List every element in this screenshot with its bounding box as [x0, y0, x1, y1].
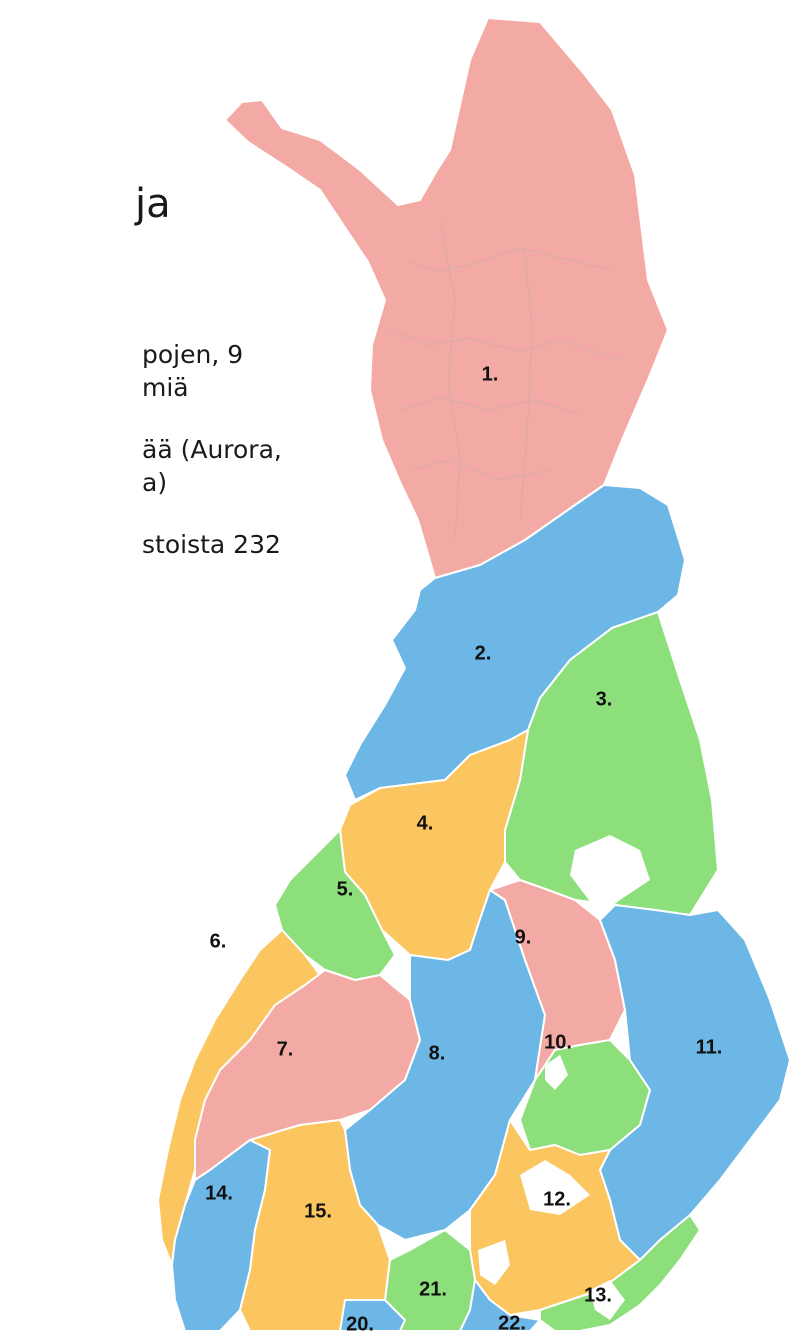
body-line-4: a): [142, 468, 168, 497]
body-line-3: ää (Aurora,: [142, 435, 282, 464]
region-label-9: 9.: [515, 926, 532, 948]
region-label-7: 7.: [277, 1038, 294, 1060]
region-label-22: 22.: [498, 1312, 526, 1331]
body-line-5: stoista 232: [142, 530, 281, 559]
region-label-12: 12.: [543, 1188, 571, 1210]
lake: [590, 1280, 625, 1320]
region-label-15: 15.: [304, 1200, 332, 1222]
region-label-2: 2.: [475, 642, 492, 664]
region-label-5: 5.: [337, 878, 354, 900]
body-line-1: pojen, 9: [142, 340, 244, 369]
region-label-1: 1.: [482, 363, 499, 385]
municipal-border: [409, 459, 551, 481]
municipal-border: [387, 329, 621, 361]
region-22[interactable]: [459, 1279, 541, 1331]
region-13[interactable]: [539, 1214, 701, 1331]
region-label-6: 6.: [210, 930, 227, 952]
region-label-11: 11.: [696, 1036, 723, 1058]
lake: [570, 835, 650, 915]
region-label-3: 3.: [596, 688, 613, 710]
lake: [478, 1240, 510, 1285]
region-label-14: 14.: [205, 1182, 233, 1204]
region-label-10: 10.: [544, 1031, 572, 1053]
slide-text-fragment: ja pojen, 9 miä ää (Aurora, a) stoista 2…: [0, 0, 300, 600]
region-label-13: 13.: [584, 1284, 612, 1306]
lake: [545, 1055, 568, 1090]
slide-title-fragment: ja: [135, 181, 171, 227]
region-label-4: 4.: [417, 812, 434, 834]
region-1[interactable]: [224, 17, 669, 579]
municipal-border: [439, 219, 461, 541]
municipal-border: [519, 249, 533, 521]
lake: [520, 1160, 590, 1215]
municipal-border: [399, 397, 581, 416]
body-line-2: miä: [142, 373, 189, 402]
region-label-8: 8.: [429, 1042, 446, 1064]
municipal-border: [407, 247, 613, 273]
region-label-20: 20.: [346, 1313, 374, 1331]
region-label-21: 21.: [419, 1278, 447, 1300]
